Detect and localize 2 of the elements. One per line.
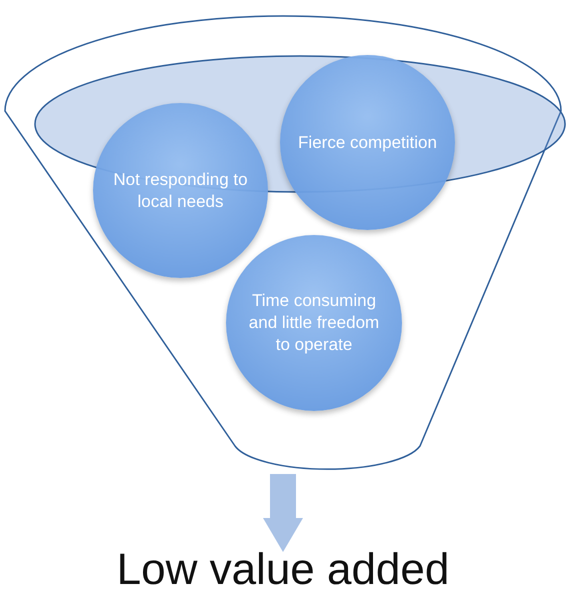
block-arrow	[263, 474, 303, 552]
result-text: Low value added	[113, 548, 453, 600]
